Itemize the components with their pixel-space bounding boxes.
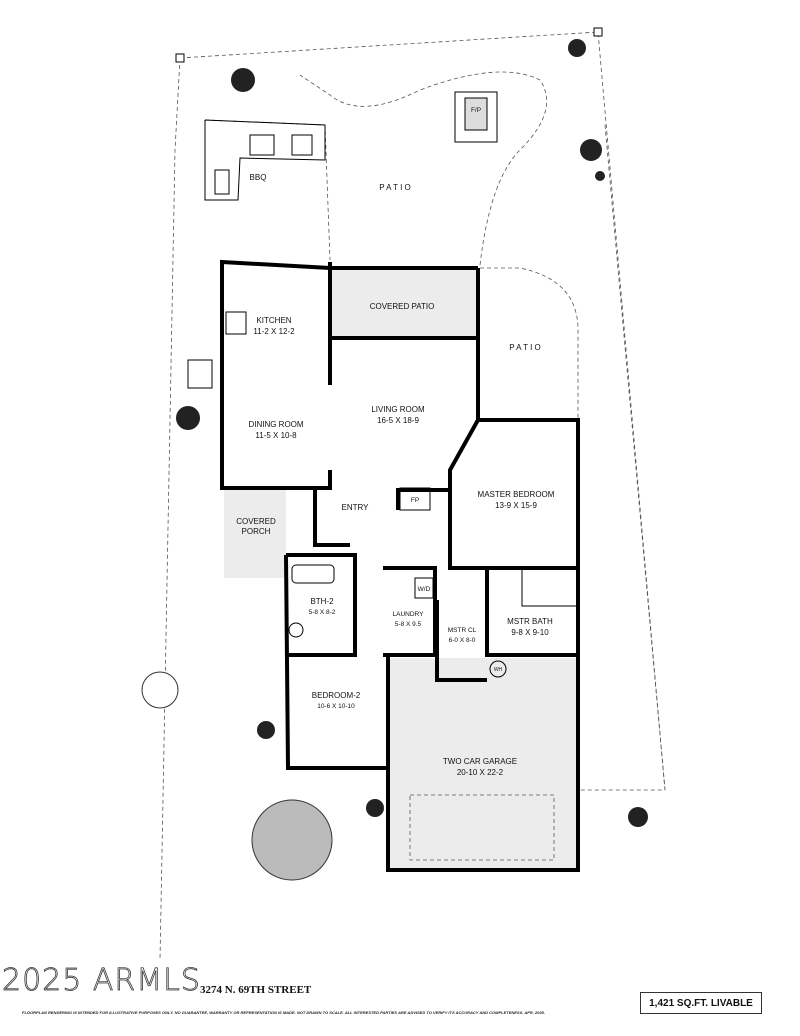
bathtub (291, 564, 335, 584)
wh-label: WH (494, 667, 503, 673)
walls (220, 259, 580, 872)
bath2-label: BTH-2 (310, 597, 334, 606)
garage-label: TWO CAR GARAGE (443, 757, 517, 766)
lot-line (179, 31, 666, 791)
covered-porch-label-2: PORCH (242, 527, 271, 536)
water-heater (489, 660, 507, 678)
bedroom2-dims: 10-6 X 10-10 (317, 703, 355, 710)
entry-label: ENTRY (342, 503, 370, 512)
master-closet-label: MSTR CL (448, 627, 477, 634)
laundry-dims: 5-8 X 9.5 (395, 621, 422, 628)
fireplace (399, 487, 431, 511)
dining-dims: 11-5 X 10-8 (255, 431, 297, 440)
watermark: 2025 ARMLS (2, 963, 201, 998)
wd-label: W/D (418, 586, 431, 593)
dining-label: DINING ROOM (248, 420, 303, 429)
master-closet-dims: 6-0 X 8-0 (449, 637, 476, 644)
shower (521, 567, 579, 607)
kitchen-label: KITCHEN (256, 316, 291, 325)
covered-patio-label: COVERED PATIO (370, 302, 435, 311)
lot-line-left (159, 57, 181, 961)
landscape-plants (141, 39, 648, 881)
living-label: LIVING ROOM (371, 405, 425, 414)
livable-area-box: 1,421 SQ.FT. LIVABLE (640, 992, 762, 1014)
garage-dims: 20-10 X 22-2 (457, 768, 504, 777)
washer-dryer (414, 577, 434, 599)
master-bedroom-label: MASTER BEDROOM (478, 490, 555, 499)
bbq-counter (204, 119, 326, 201)
bath2-dims: 5-8 X 8-2 (309, 609, 336, 616)
kitchen-dims: 11-2 X 12-2 (253, 327, 295, 336)
disclaimer: FLOORPLAN RENDERING IS INTENDED FOR ILLU… (22, 1010, 546, 1015)
covered-porch (224, 488, 286, 578)
sink (288, 622, 304, 638)
master-bedroom-dims: 13-9 X 15-9 (495, 501, 537, 510)
fp-label: FP (411, 497, 419, 504)
garage-floor (390, 658, 576, 868)
bbq-label: BBQ (250, 173, 267, 182)
outdoor-fireplace (454, 91, 498, 143)
master-bath-label: MSTR BATH (507, 617, 553, 626)
covered-porch-label: COVERED (236, 517, 276, 526)
lot-line-right (604, 124, 666, 791)
outdoor-fp-label: F/P (471, 107, 481, 114)
master-bath-dims: 9-8 X 9-10 (511, 628, 549, 637)
patio-label: P A T I O (379, 183, 411, 192)
patio-side-label: P A T I O (509, 343, 541, 352)
covered-patio (332, 270, 478, 336)
living-dims: 16-5 X 18-9 (377, 416, 419, 425)
address: 3274 N. 69TH STREET (200, 984, 312, 996)
patio-outline (204, 71, 547, 266)
laundry-label: LAUNDRY (393, 611, 425, 618)
stove (225, 311, 247, 335)
bedroom2-label: BEDROOM-2 (312, 691, 361, 700)
